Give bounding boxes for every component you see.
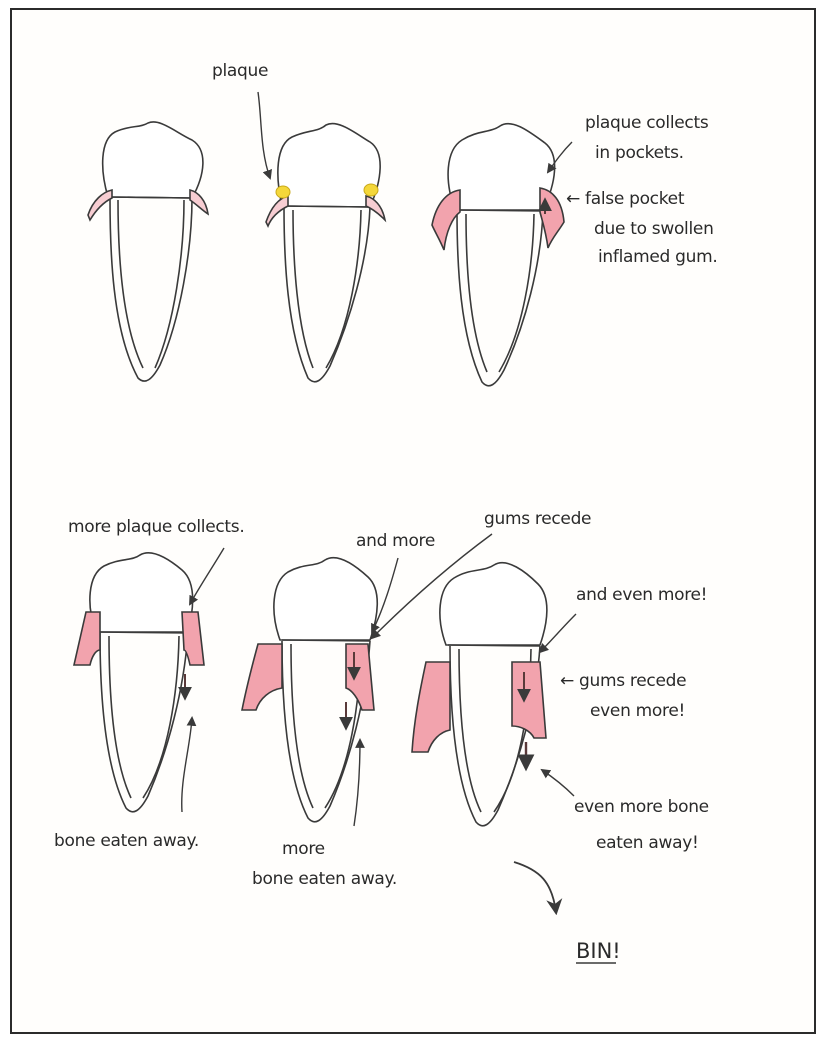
label-more-plaque: more plaque collects. (68, 517, 244, 537)
arrow-and-more (371, 557, 399, 634)
gum-right (365, 194, 387, 223)
label-even-more-bone-1: even more bone (574, 797, 709, 817)
tooth-root-outer (456, 210, 544, 387)
tooth-and-more (241, 556, 379, 823)
label-more-bone-2: bone eaten away. (252, 869, 397, 889)
arrow-and-even-more (538, 613, 577, 654)
label-gums-recede: gums recede (484, 509, 591, 529)
tooth-crown (273, 556, 379, 641)
plaque-deposit-right (363, 183, 379, 197)
plaque-deposit-left (275, 185, 291, 199)
tooth-root-inner (108, 635, 180, 799)
label-and-more: and more (356, 531, 435, 551)
tooth-root-inner (465, 213, 535, 373)
tooth-more-plaque (72, 552, 205, 813)
label-plaque-collects-2: in pockets. (595, 143, 684, 163)
label-false-pocket-1: ← false pocket (566, 189, 685, 209)
tooth-plaque (265, 122, 387, 383)
gum-right (189, 188, 210, 216)
tooth-root-outer (99, 632, 189, 813)
label-more-bone-1: more (282, 839, 325, 859)
tooth-even-more (411, 562, 548, 827)
label-false-pocket-3: inflamed gum. (598, 247, 717, 267)
tooth-false-pocket (431, 122, 565, 387)
tooth-root-inner (292, 209, 362, 369)
tooth-root-outer (281, 640, 371, 823)
arrow-even-more-bone (540, 768, 575, 797)
tooth-root-outer (109, 197, 193, 382)
arrow-to-bin (513, 861, 563, 916)
label-bone-eaten: bone eaten away. (54, 831, 199, 851)
label-bin: BIN! (576, 939, 621, 963)
arrow-plaque-collects (546, 141, 573, 174)
tooth-crown (439, 562, 548, 646)
label-and-even-more: and even more! (576, 585, 707, 605)
label-plaque: plaque (212, 61, 268, 81)
label-gums-recede-more-1: ← gums recede (560, 671, 686, 691)
label-false-pocket-2: due to swollen (594, 219, 714, 239)
gum-right (511, 661, 547, 739)
label-even-more-bone-2: eaten away! (596, 833, 699, 853)
tooth-healthy (87, 121, 210, 382)
gum-left (72, 611, 101, 666)
swollen-gum-right (539, 187, 565, 249)
arrow-more-bone (353, 738, 365, 827)
tooth-root-inner (117, 199, 185, 369)
gum-left (411, 661, 451, 753)
gum-left (87, 189, 113, 222)
gum-right (181, 611, 205, 666)
arrow-bone-eaten (181, 716, 197, 813)
swollen-gum-left (431, 189, 461, 251)
tooth-crown (447, 122, 556, 211)
label-plaque-collects-1: plaque collects (585, 113, 709, 133)
gum-left (241, 643, 283, 711)
label-gums-recede-more-2: even more! (590, 701, 685, 721)
tooth-crown (101, 121, 204, 199)
gum-right (345, 643, 375, 711)
gum-left (265, 194, 289, 228)
arrow-more-plaque (189, 547, 225, 606)
tooth-crown (277, 122, 381, 208)
tooth-root-outer (283, 206, 371, 383)
arrow-gums-recede (370, 533, 493, 640)
arrow-plaque (257, 91, 272, 180)
tooth-crown (89, 552, 194, 633)
